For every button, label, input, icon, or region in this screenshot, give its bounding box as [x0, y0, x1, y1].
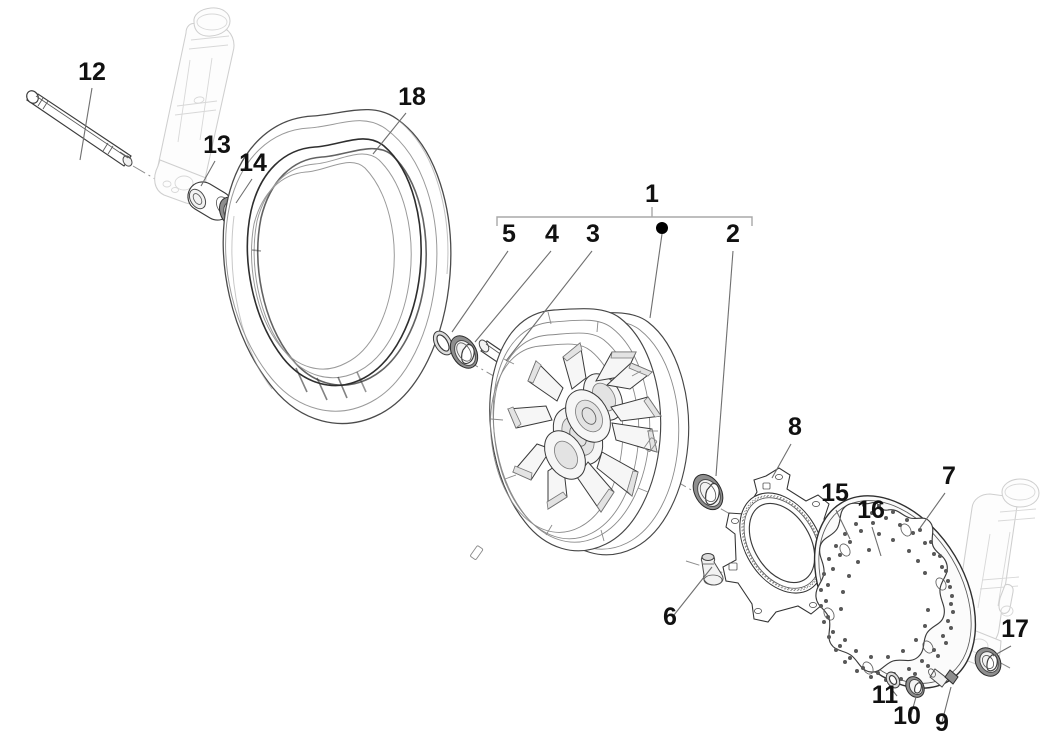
part-disc-spacer — [905, 676, 925, 698]
group-dot-marker — [656, 222, 668, 234]
leader-lines — [79, 87, 1012, 723]
callout-label-11: 11 — [872, 681, 899, 709]
callout-label-3: 3 — [586, 220, 600, 248]
part-disc-bolt — [928, 668, 959, 688]
part-tyre-valve — [700, 553, 724, 586]
callout-labels: 1 2 3 4 5 6 7 8 9 10 11 12 13 14 15 16 1… — [78, 58, 1029, 737]
part-brake-disc — [813, 495, 977, 689]
callout-label-1: 1 — [645, 180, 659, 208]
part-disc-washer — [885, 671, 901, 689]
callout-label-18: 18 — [398, 83, 426, 111]
callout-label-9: 9 — [935, 709, 949, 737]
part-tyre — [222, 108, 452, 425]
callout-label-2: 2 — [726, 220, 740, 248]
callout-label-17: 17 — [1001, 615, 1029, 643]
part-seal-ring — [432, 330, 454, 356]
callout-label-15: 15 — [821, 479, 849, 507]
disc-mounting-holes — [823, 523, 947, 675]
callout-label-14: 14 — [239, 149, 267, 177]
part-wheel-rim — [470, 308, 690, 560]
callout-label-10: 10 — [893, 702, 921, 730]
part-wheel-bearing-left — [449, 335, 479, 369]
group-bracket-1 — [496, 207, 753, 226]
fork-leg-left — [154, 7, 235, 205]
callout-label-12: 12 — [78, 58, 106, 86]
callout-label-4: 4 — [545, 220, 559, 248]
disc-drill-holes — [819, 503, 955, 682]
part-wheel-axle — [25, 90, 133, 167]
callout-label-16: 16 — [857, 496, 885, 524]
callout-label-6: 6 — [663, 603, 677, 631]
part-abs-tone-wheel — [722, 467, 843, 623]
callout-label-13: 13 — [203, 131, 231, 159]
callout-label-7: 7 — [942, 462, 956, 490]
callout-label-5: 5 — [502, 220, 516, 248]
part-wheel-bearing-right — [692, 473, 724, 511]
callout-label-8: 8 — [788, 413, 802, 441]
